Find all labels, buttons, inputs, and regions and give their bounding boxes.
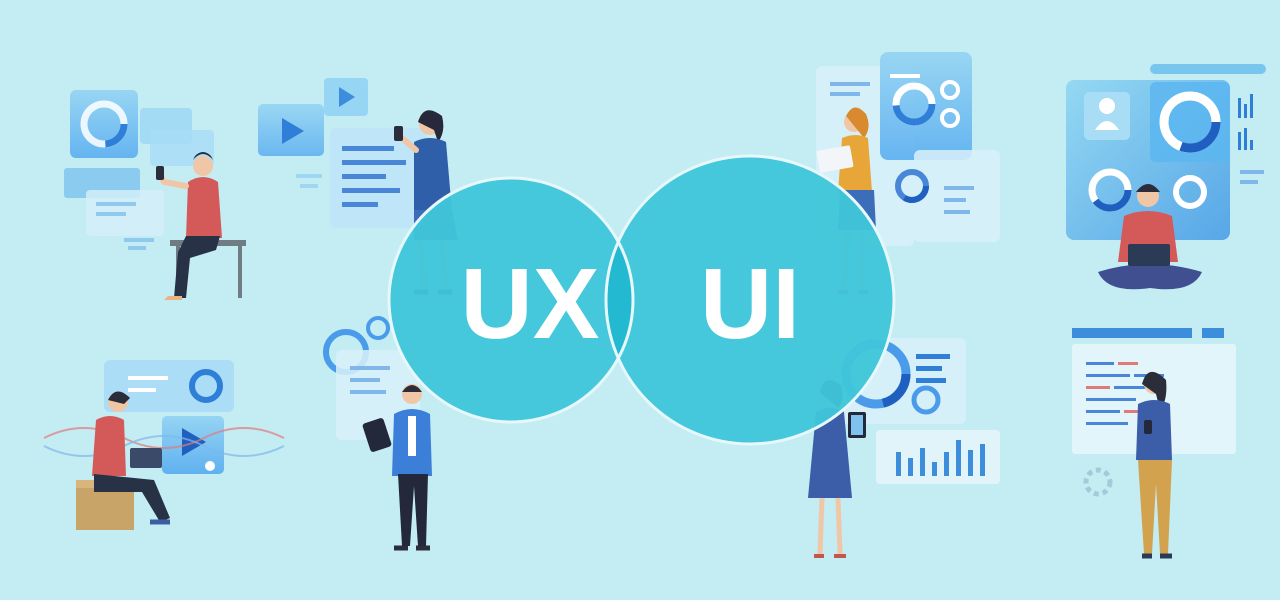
man-sitting-on-bench-with-phone-icon bbox=[64, 90, 246, 300]
ux-label: UX bbox=[461, 248, 600, 360]
ui-label: UI bbox=[700, 248, 800, 360]
man-with-tablet-in-suit-icon bbox=[323, 316, 432, 551]
man-with-laptop-on-box-icon bbox=[43, 360, 285, 530]
man-cross-legged-with-laptop-dashboard-icon bbox=[1066, 64, 1266, 290]
woman-with-phone-and-code-window-icon bbox=[1072, 328, 1236, 559]
venn-diagram: UX UI bbox=[387, 154, 896, 446]
